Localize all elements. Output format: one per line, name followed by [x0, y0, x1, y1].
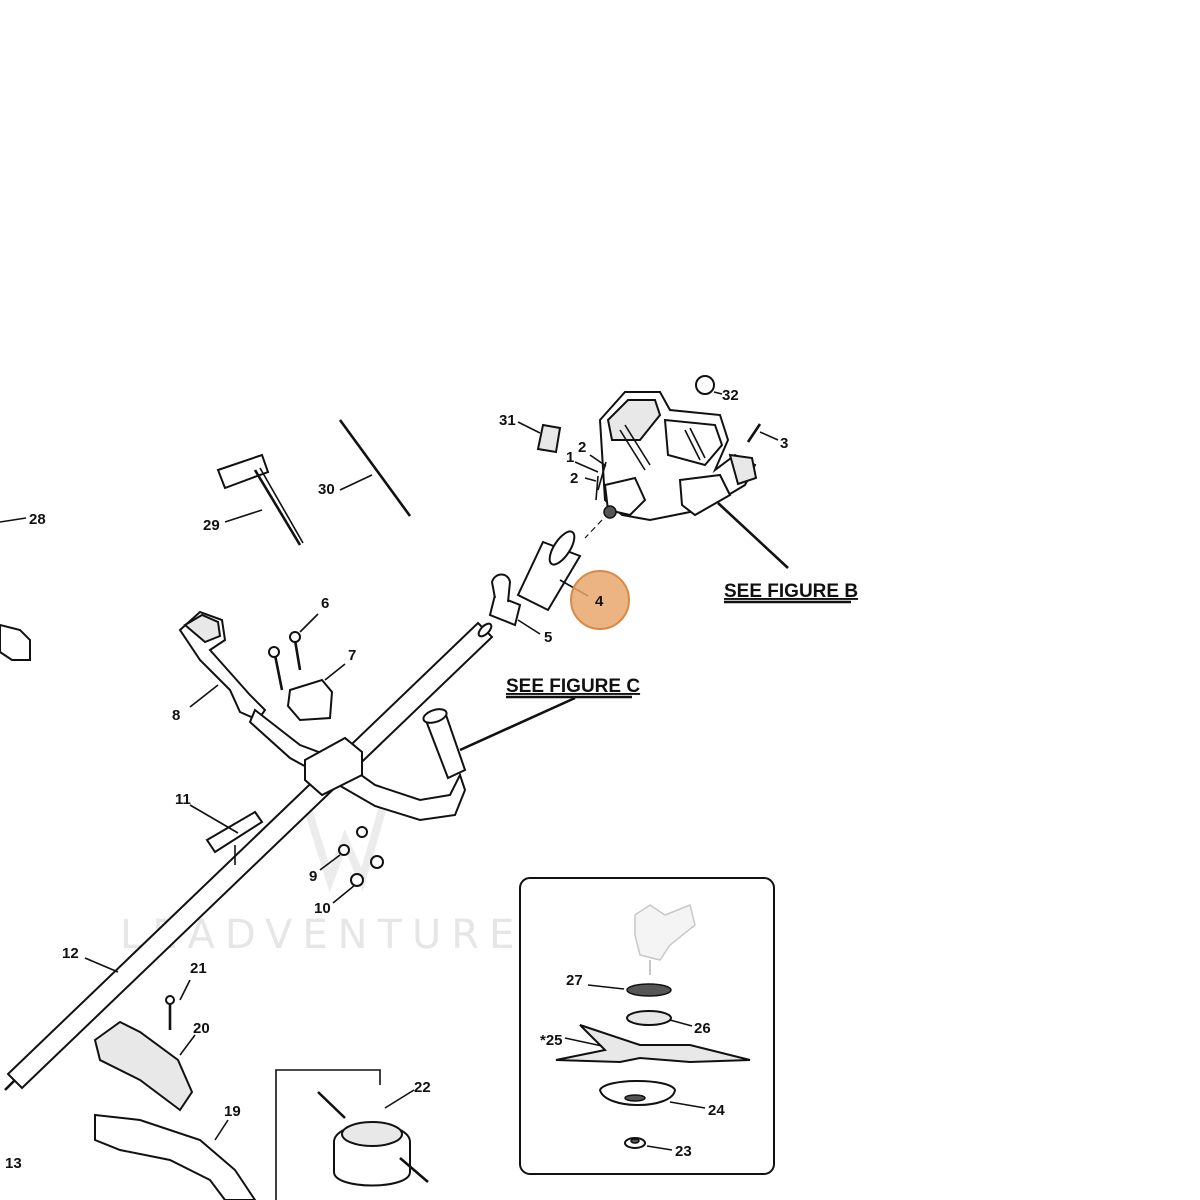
callout-9: 9 [309, 868, 317, 885]
callout-20: 20 [193, 1020, 210, 1037]
callout-25: *25 [540, 1032, 563, 1049]
handle-bracket[interactable] [304, 736, 363, 797]
part-11-decal[interactable] [205, 810, 264, 854]
callout-2-bottom: 2 [570, 470, 578, 487]
callout-30: 30 [318, 481, 335, 498]
callout-21: 21 [190, 960, 207, 977]
callout-31: 31 [499, 412, 516, 429]
part-6-bolts[interactable] [268, 631, 302, 691]
part-25-blade[interactable] [555, 1024, 751, 1064]
callout-24: 24 [708, 1102, 725, 1119]
callout-1: 1 [566, 449, 574, 466]
part-30-rod[interactable] [338, 419, 412, 517]
part-3-pin[interactable] [746, 423, 762, 443]
callout-23: 23 [675, 1143, 692, 1160]
part-31-decal[interactable] [536, 423, 562, 454]
callout-11: 11 [175, 791, 191, 808]
gearhead-ghost [634, 903, 696, 975]
see-figure-b-link[interactable]: SEE FIGURE B [724, 581, 858, 602]
part-1-screw[interactable] [597, 461, 607, 491]
part-29-wrench[interactable] [216, 453, 304, 546]
part-5-clamp[interactable] [488, 573, 522, 627]
part-9-washers[interactable] [338, 826, 368, 856]
engine-assembly[interactable] [598, 391, 758, 522]
part-4-coupler[interactable] [516, 528, 582, 612]
part-7-plate[interactable] [286, 678, 334, 722]
callout-28: 28 [29, 511, 46, 528]
part-26-plate[interactable] [626, 1010, 672, 1026]
part-32-plug[interactable] [695, 375, 715, 395]
callout-19: 19 [224, 1103, 241, 1120]
part-24-cup[interactable] [598, 1080, 677, 1106]
callout-22: 22 [414, 1079, 431, 1096]
part-27-washer[interactable] [626, 983, 672, 997]
part-2-screw[interactable] [595, 475, 599, 501]
part-10-nuts[interactable] [350, 855, 384, 887]
part-12-shaft[interactable] [4, 621, 494, 1091]
callout-13: 13 [5, 1155, 22, 1172]
highlight-marker[interactable] [570, 570, 630, 630]
callout-27: 27 [566, 972, 583, 989]
callout-4: 4 [595, 593, 604, 610]
part-22-trimmer-head[interactable] [317, 1091, 429, 1187]
callout-8: 8 [172, 707, 180, 724]
callout-32: 32 [722, 387, 739, 404]
watermark-logo [301, 798, 389, 893]
part-20-bracket[interactable] [93, 1020, 194, 1112]
callout-3: 3 [780, 435, 788, 452]
callout-7: 7 [348, 647, 356, 664]
callout-10: 10 [314, 900, 331, 917]
right-grip[interactable] [422, 707, 467, 780]
callout-29: 29 [203, 517, 220, 534]
part-28-cutoff[interactable] [0, 623, 31, 661]
callout-6: 6 [321, 595, 329, 612]
callout-12: 12 [62, 945, 79, 962]
callout-5: 5 [544, 629, 552, 646]
blade-assembly-inset [519, 877, 775, 1175]
callout-26: 26 [694, 1020, 711, 1037]
part-19-guard[interactable] [94, 1113, 257, 1200]
see-figure-c-link[interactable]: SEE FIGURE C [506, 676, 640, 697]
callout-2-top: 2 [578, 439, 586, 456]
